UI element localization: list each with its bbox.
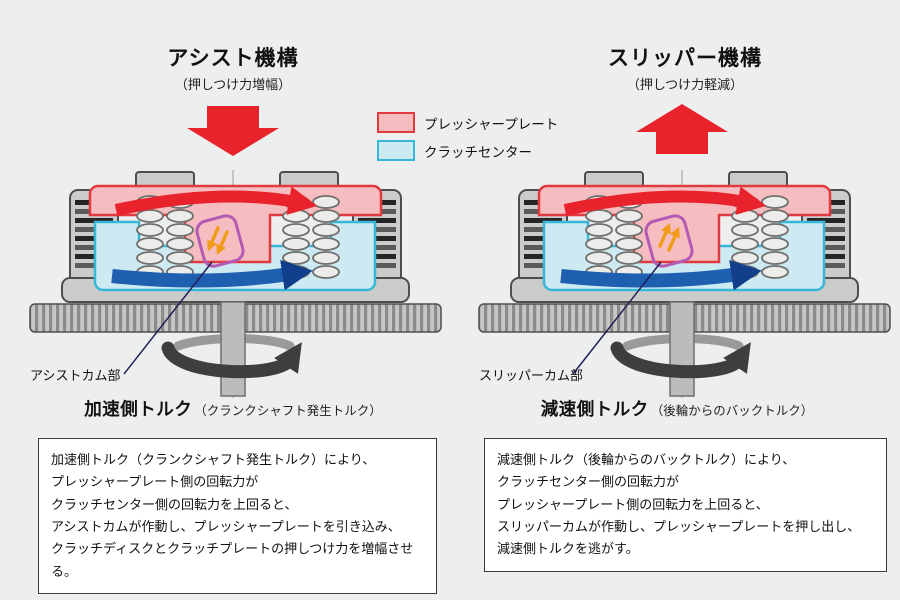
clutch-center-swatch xyxy=(377,140,415,161)
pressure-plate-swatch xyxy=(377,112,415,133)
legend-row-pressure-plate: プレッシャープレート xyxy=(377,112,558,133)
decel-torque-caption: 減速側トルク（後輪からのバックトルク） xyxy=(477,396,877,421)
slipper-cam-arrows xyxy=(658,222,680,252)
slipper-desc-line: スリッパーカムが作動し、プレッシャープレートを押し出し、 xyxy=(497,519,861,535)
assist-subtitle: （押しつけ力増幅） xyxy=(174,77,292,92)
decel-torque-note: （後輪からのバックトルク） xyxy=(650,404,814,418)
legend-row-clutch-center: クラッチセンター xyxy=(377,140,558,161)
decel-torque-label: 減速側トルク xyxy=(540,399,649,419)
slipper-description-box: 減速側トルク（後輪からのバックトルク）により、 クラッチセンター側の回転力が プ… xyxy=(484,438,887,572)
assist-desc-line: アシストカムが作動し、プレッシャープレートを引き込み、 xyxy=(51,519,401,535)
clutch-center-legend-label: クラッチセンター xyxy=(424,144,532,160)
assist-desc-line: クラッチセンター側の回転力を上回ると、 xyxy=(51,496,298,512)
legend: プレッシャープレート クラッチセンター xyxy=(377,112,558,161)
assist-desc-line: 加速側トルク（クランクシャフト発生トルク）により、 xyxy=(51,452,376,467)
slipper-desc-line: クラッチセンター側の回転力が xyxy=(497,474,680,490)
accel-torque-note: （クランクシャフト発生トルク） xyxy=(194,404,382,418)
assist-desc-line: プレッシャープレート側の回転力が xyxy=(51,474,259,490)
accel-torque-caption: 加速側トルク（クランクシャフト発生トルク） xyxy=(33,396,433,421)
slipper-desc-line: プレッシャープレート側の回転力を上回ると、 xyxy=(497,496,769,512)
assist-cam-label: アシストカム部 xyxy=(30,368,121,383)
slipper-desc-line: 減速側トルク（後輪からのバックトルク）により、 xyxy=(497,452,796,467)
assist-cam-arrows xyxy=(207,226,229,256)
slipper-clutch-diagram xyxy=(477,168,892,403)
slipper-cam-label: スリッパーカム部 xyxy=(479,368,584,383)
slipper-desc-line: 減速側トルクを逃がす。 xyxy=(497,541,639,557)
accel-torque-label: 加速側トルク xyxy=(84,399,193,419)
slipper-title: スリッパー機構 xyxy=(608,47,762,70)
assist-desc-line: クラッチディスクとクラッチプレートの押しつけ力を増幅させる。 xyxy=(51,541,414,579)
slipper-subtitle: （押しつけ力軽減） xyxy=(626,77,744,92)
pressure-plate-legend-label: プレッシャープレート xyxy=(424,116,559,132)
force-increase-arrow-icon xyxy=(187,106,279,156)
assist-description-box: 加速側トルク（クランクシャフト発生トルク）により、 プレッシャープレート側の回転… xyxy=(38,438,437,595)
assist-clutch-diagram xyxy=(28,168,443,403)
force-release-arrow-icon xyxy=(636,104,728,154)
assist-title: アシスト機構 xyxy=(167,47,299,70)
